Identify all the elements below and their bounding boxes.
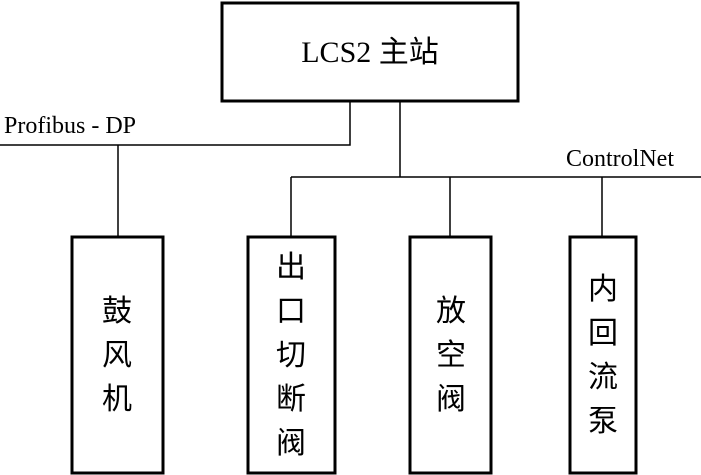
profibus-label: Profibus - DP: [4, 113, 136, 139]
master-station-label: LCS2 主站: [301, 36, 439, 69]
profibus-bus-line: [0, 101, 351, 146]
device-label-outlet-valve: 出口切断阀: [276, 251, 306, 460]
device-label-char: 回: [588, 317, 618, 350]
device-label-char: 阀: [276, 427, 306, 460]
device-box-recirc-pump: [568, 235, 638, 475]
device-label-char: 断: [276, 383, 306, 416]
device-box-blower: [70, 235, 165, 475]
device-label-char: 阀: [436, 383, 466, 416]
device-label-vent-valve: 放空阀: [436, 295, 466, 416]
device-label-blower: 鼓风机: [102, 295, 132, 416]
master-station-box: [220, 1, 520, 103]
device-label-recirc-pump: 内回流泵: [588, 273, 618, 438]
device-box-outlet-valve: [246, 235, 337, 475]
device-label-char: 流: [588, 361, 618, 394]
device-label-char: 切: [276, 339, 306, 372]
device-label-char: 放: [436, 295, 466, 328]
device-label-char: 机: [102, 383, 132, 416]
device-box-vent-valve: [408, 235, 493, 475]
device-label-char: 空: [436, 339, 466, 372]
device-label-char: 泵: [588, 405, 618, 438]
device-label-char: 鼓: [102, 295, 132, 328]
controlnet-label: ControlNet: [566, 146, 674, 172]
device-label-char: 出: [276, 251, 306, 284]
device-label-char: 口: [276, 295, 306, 328]
device-label-char: 风: [102, 339, 132, 372]
device-label-char: 内: [588, 273, 618, 306]
